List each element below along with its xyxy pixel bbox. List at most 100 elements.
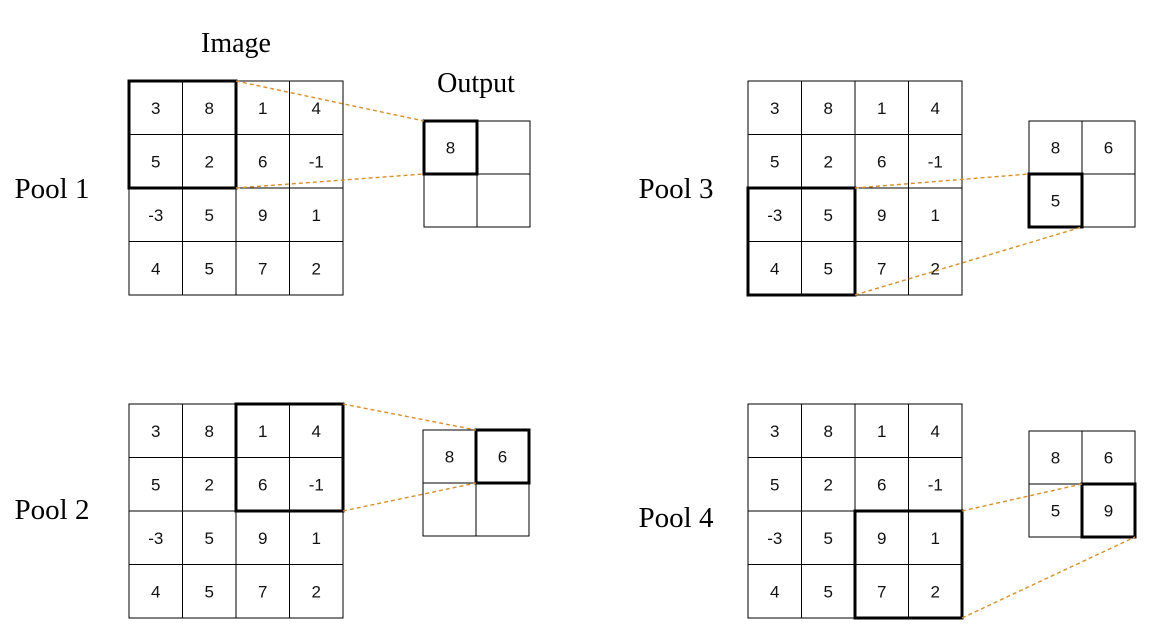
connector-line	[854, 173, 1030, 189]
active-output-cell	[1027, 172, 1084, 229]
image-cell-value: -3	[767, 529, 782, 548]
image-cell-value: 9	[877, 529, 886, 548]
image-cell-value: 4	[770, 259, 779, 278]
image-cell-value: 2	[931, 259, 940, 278]
image-cell-value: 1	[312, 206, 321, 225]
image-cell-value: 9	[258, 529, 267, 548]
pool-panel-1: Pool 1 3 8 1 4 5 2 6 -1 -3 5 9 1 4 5 7 2 8	[15, 79, 531, 296]
image-cell-value: 5	[824, 259, 833, 278]
output-cell-value: 8	[445, 448, 454, 467]
image-cell-value: 7	[258, 582, 267, 601]
image-cell-value: 5	[824, 206, 833, 225]
image-cell-value: 2	[312, 259, 321, 278]
output-cell-value: 6	[1104, 139, 1113, 158]
image-cell-value: 2	[931, 582, 940, 601]
output-heading: Output	[437, 68, 515, 99]
image-cell-value: -1	[309, 152, 324, 171]
image-cell-value: 3	[151, 422, 160, 441]
image-cell-value: 6	[877, 475, 886, 494]
image-cell-value: 4	[770, 582, 779, 601]
image-cell-value: 4	[312, 99, 321, 118]
image-cell	[908, 241, 963, 296]
image-cell-value: 8	[205, 422, 214, 441]
active-output-cell	[1080, 482, 1137, 539]
image-cell-value: 5	[151, 152, 160, 171]
pooling-window	[234, 402, 345, 513]
output-cell-value: 9	[1104, 502, 1113, 521]
image-cell-value: 4	[312, 422, 321, 441]
active-output-cell	[422, 119, 479, 176]
image-heading: Image	[201, 28, 271, 59]
image-cell-value: 7	[877, 582, 886, 601]
image-cell-value: -3	[148, 529, 163, 548]
image-cell-value: 1	[931, 206, 940, 225]
image-cell-value: -1	[309, 475, 324, 494]
image-cell-value: 2	[205, 475, 214, 494]
output-cell-value: 5	[1051, 502, 1060, 521]
image-cell-value: 6	[258, 475, 267, 494]
output-cell-value: 8	[446, 139, 455, 158]
image-cell-value: 4	[931, 422, 940, 441]
image-cell-value: 5	[205, 259, 214, 278]
image-cell-value: 7	[258, 259, 267, 278]
image-cell-value: 9	[258, 206, 267, 225]
image-cell-value: 6	[877, 152, 886, 171]
output-cell-value: 8	[1051, 449, 1060, 468]
output-cell-value: 8	[1051, 139, 1060, 158]
image-cell-value: 8	[205, 99, 214, 118]
image-cell-value: 5	[824, 529, 833, 548]
image-cell-value: 6	[258, 152, 267, 171]
image-cell-value: 3	[151, 99, 160, 118]
image-cell-value: 1	[877, 422, 886, 441]
image-cell-value: 9	[877, 206, 886, 225]
image-cell-value: 2	[312, 582, 321, 601]
panel-label: Pool 2	[15, 494, 90, 526]
image-cell-value: 5	[770, 152, 779, 171]
image-cell-value: 4	[151, 259, 160, 278]
connector-line	[854, 226, 1083, 296]
image-cell-value: 2	[824, 475, 833, 494]
output-cell-value: 5	[1051, 192, 1060, 211]
image-cell-value: 5	[770, 475, 779, 494]
connector-line	[342, 403, 477, 431]
image-cell-value: 2	[824, 152, 833, 171]
image-cell-value: 3	[770, 99, 779, 118]
pooling-window	[127, 79, 238, 190]
image-cell-value: 8	[824, 422, 833, 441]
panel-label: Pool 1	[15, 173, 90, 205]
image-cell-value: 2	[205, 152, 214, 171]
image-cell-value: 7	[877, 259, 886, 278]
image-cell-value: 1	[258, 99, 267, 118]
panel-label: Pool 3	[639, 173, 714, 205]
image-cell-value: 1	[931, 529, 940, 548]
image-cell-value: 4	[151, 582, 160, 601]
connector-line	[961, 536, 1136, 619]
image-cell-value: 1	[877, 99, 886, 118]
image-cell	[289, 564, 344, 619]
image-cell-value: 5	[205, 206, 214, 225]
image-cell-value: -3	[767, 206, 782, 225]
connector-line	[342, 482, 477, 512]
image-cell-value: 5	[151, 475, 160, 494]
image-cell-value: 5	[205, 529, 214, 548]
output-cell-value: 6	[498, 448, 507, 467]
image-cell-value: -1	[928, 152, 943, 171]
image-cell-value: 3	[770, 422, 779, 441]
image-cell-value: 5	[205, 582, 214, 601]
image-cell-value: 5	[824, 582, 833, 601]
pool-panel-3: Pool 3 3 8 1 4 5 2 6 -1 -3 5 9 1 4 5 7 2 8 6 5	[639, 80, 1136, 297]
image-cell-value: 1	[258, 422, 267, 441]
image-cell-value: -1	[928, 475, 943, 494]
image-cell-value: -3	[148, 206, 163, 225]
connector-line	[235, 173, 425, 189]
active-output-cell	[474, 428, 531, 485]
image-cell-value: 4	[931, 99, 940, 118]
image-cell-value: 8	[824, 99, 833, 118]
pooling-window	[746, 186, 857, 297]
output-cell-value: 6	[1104, 449, 1113, 468]
